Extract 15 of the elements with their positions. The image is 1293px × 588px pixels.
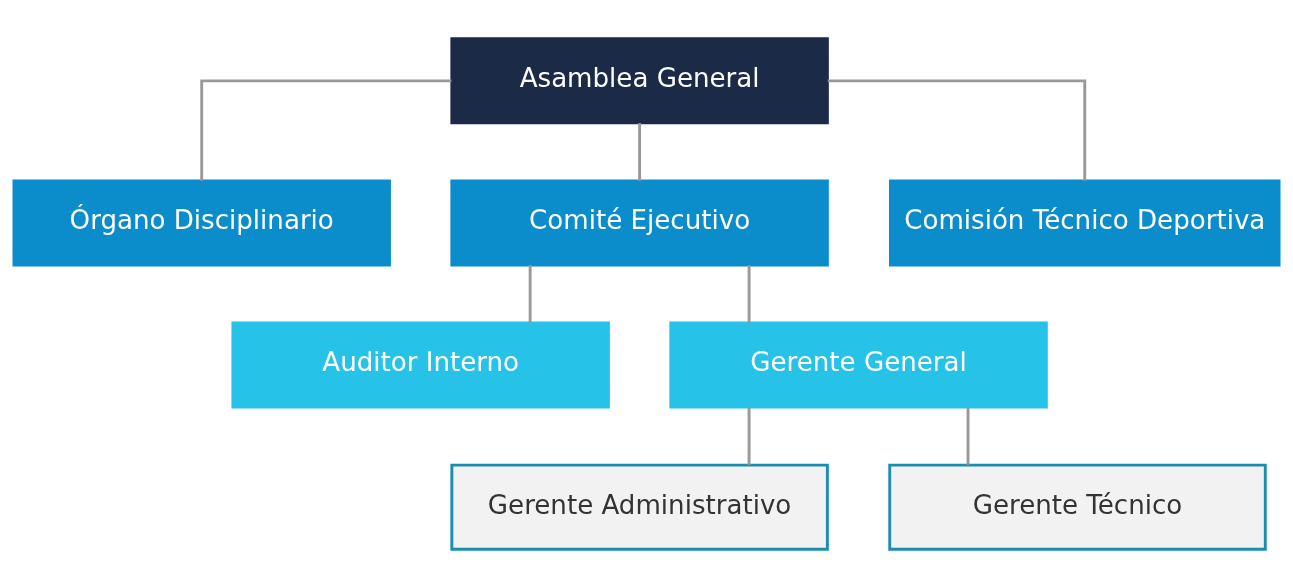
node-box: Auditor Interno bbox=[231, 321, 610, 409]
node-box: Gerente Técnico bbox=[888, 463, 1267, 551]
node-box: Comisión Técnico Deportiva bbox=[889, 179, 1281, 267]
node-box: Gerente Administrativo bbox=[450, 463, 829, 551]
connector bbox=[747, 407, 751, 465]
connector bbox=[966, 407, 970, 465]
node-box: Asamblea General bbox=[450, 37, 829, 125]
connector bbox=[638, 123, 642, 181]
connector bbox=[200, 79, 452, 181]
node-box: Órgano Disciplinario bbox=[12, 179, 391, 267]
connector bbox=[747, 265, 751, 323]
node-box: Comité Ejecutivo bbox=[450, 179, 829, 267]
node-box: Gerente General bbox=[669, 321, 1048, 409]
connector bbox=[827, 79, 1087, 181]
connector bbox=[528, 265, 532, 323]
